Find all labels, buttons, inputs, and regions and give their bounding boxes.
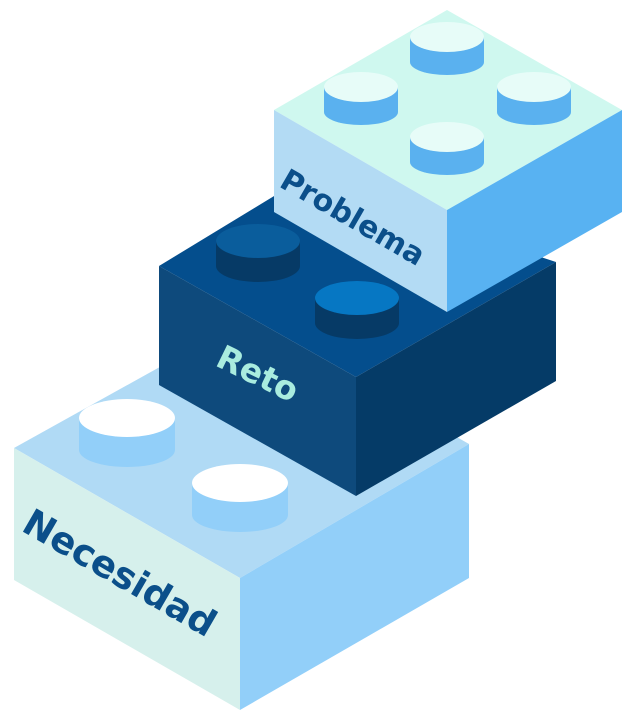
stud (497, 72, 571, 125)
block-problema: Problema (274, 10, 622, 312)
block-necesidad-front (14, 448, 240, 710)
block-problema-front (274, 110, 447, 312)
stud (410, 122, 484, 175)
stud (216, 224, 300, 282)
stud (324, 72, 398, 125)
stud (315, 281, 399, 339)
block-problema-top (274, 10, 622, 210)
stud (192, 464, 288, 532)
block-problema-side (447, 110, 622, 312)
stud (79, 399, 175, 467)
block-reto-side (356, 262, 556, 496)
stud (410, 22, 484, 75)
block-necesidad-side (240, 444, 469, 710)
block-reto-front (159, 266, 356, 496)
block-reto: Reto (159, 179, 556, 496)
